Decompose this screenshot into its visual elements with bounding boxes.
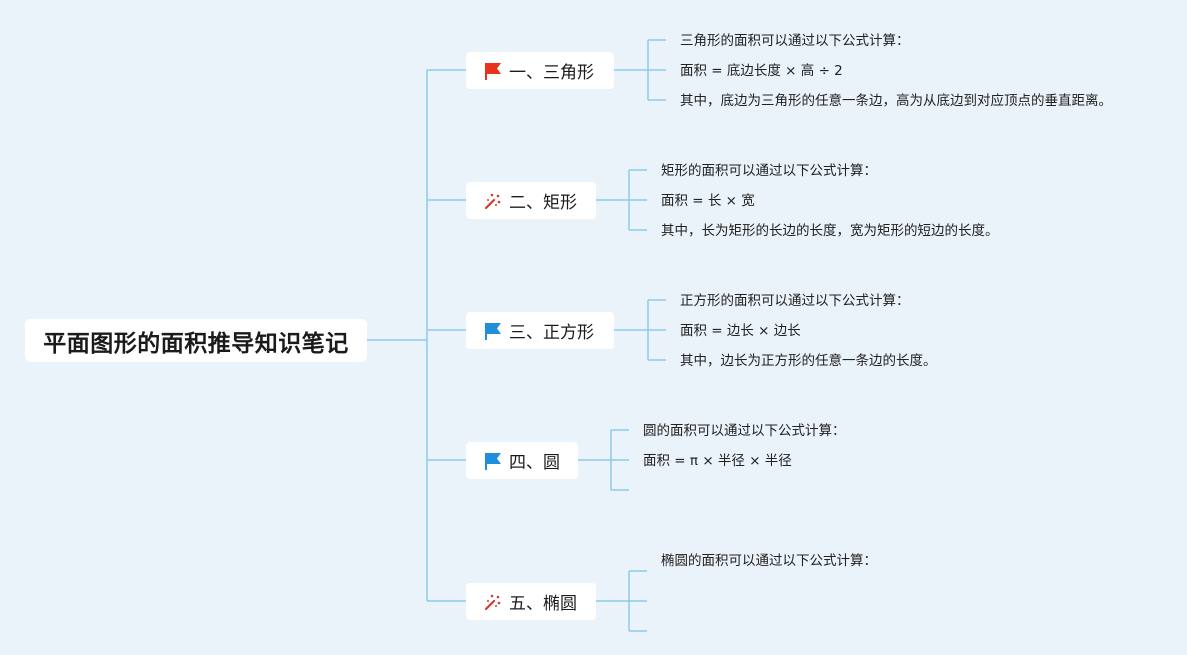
leaf-text: 椭圆的面积可以通过以下公式计算： [661, 553, 877, 569]
leaf-text: 正方形的面积可以通过以下公式计算： [680, 293, 910, 309]
leaf-text: 面积 = π × 半径 × 半径 [643, 453, 792, 469]
leaf-text: 面积 = 长 × 宽 [661, 193, 755, 209]
root-node[interactable]: 平面图形的面积推导知识笔记 [25, 319, 367, 362]
magic-wand-icon [483, 592, 503, 612]
branch-node-triangle[interactable]: 一、三角形 [466, 52, 614, 89]
red-flag-icon [483, 61, 503, 81]
blue-flag-icon [483, 451, 503, 471]
branch-label: 三、正方形 [509, 323, 594, 343]
leaf-text: 其中，边长为正方形的任意一条边的长度。 [680, 353, 937, 369]
leaf-text: 其中，长为矩形的长边的长度，宽为矩形的短边的长度。 [661, 223, 999, 239]
magic-wand-icon [483, 191, 503, 211]
branch-label: 一、三角形 [509, 63, 594, 83]
leaf-text: 面积 = 底边长度 × 高 ÷ 2 [680, 63, 843, 79]
branch-label: 四、圆 [509, 453, 560, 473]
root-label: 平面图形的面积推导知识笔记 [43, 330, 349, 357]
branch-node-square[interactable]: 三、正方形 [466, 312, 614, 349]
branch-node-rectangle[interactable]: 二、矩形 [466, 182, 596, 219]
leaf-text: 其中，底边为三角形的任意一条边，高为从底边到对应顶点的垂直距离。 [680, 93, 1112, 109]
leaf-text: 矩形的面积可以通过以下公式计算： [661, 163, 877, 179]
leaf-text: 圆的面积可以通过以下公式计算： [643, 423, 846, 439]
branch-label: 二、矩形 [509, 193, 577, 213]
leaf-text: 三角形的面积可以通过以下公式计算： [680, 33, 910, 49]
blue-flag-icon [483, 321, 503, 341]
leaf-text: 面积 = 边长 × 边长 [680, 323, 801, 339]
branch-node-circle[interactable]: 四、圆 [466, 442, 578, 479]
branch-label: 五、椭圆 [509, 594, 577, 614]
branch-node-ellipse[interactable]: 五、椭圆 [466, 583, 596, 620]
